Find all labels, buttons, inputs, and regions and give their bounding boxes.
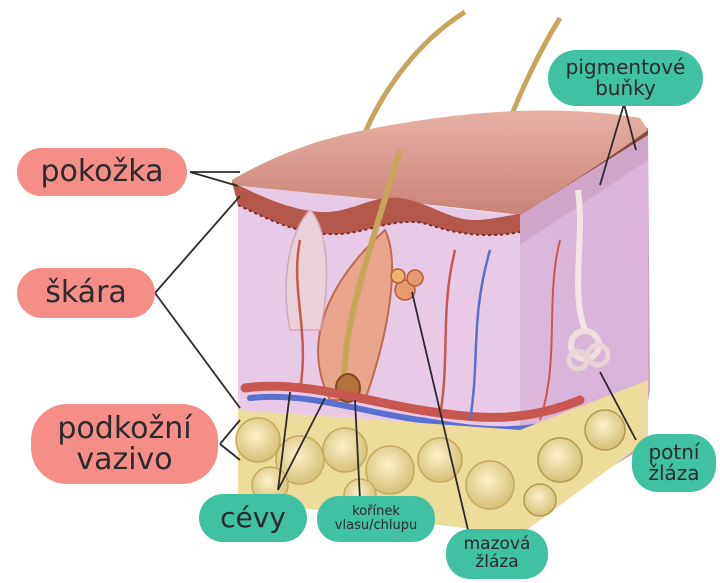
label-korinek-vlasu: kořínek vlasu/chlupu bbox=[317, 496, 435, 542]
label-pigmentove-bunky: pigmentové buňky bbox=[548, 50, 703, 106]
label-potni-zlaza: potní žláza bbox=[632, 434, 716, 492]
label-mazova-zlaza: mazová žláza bbox=[446, 529, 548, 579]
label-podkozni-vazivo: podkožní vazivo bbox=[31, 404, 218, 484]
label-skara: škára bbox=[17, 268, 155, 318]
label-cevy: cévy bbox=[199, 494, 307, 542]
label-pokozka: pokožka bbox=[17, 148, 187, 196]
